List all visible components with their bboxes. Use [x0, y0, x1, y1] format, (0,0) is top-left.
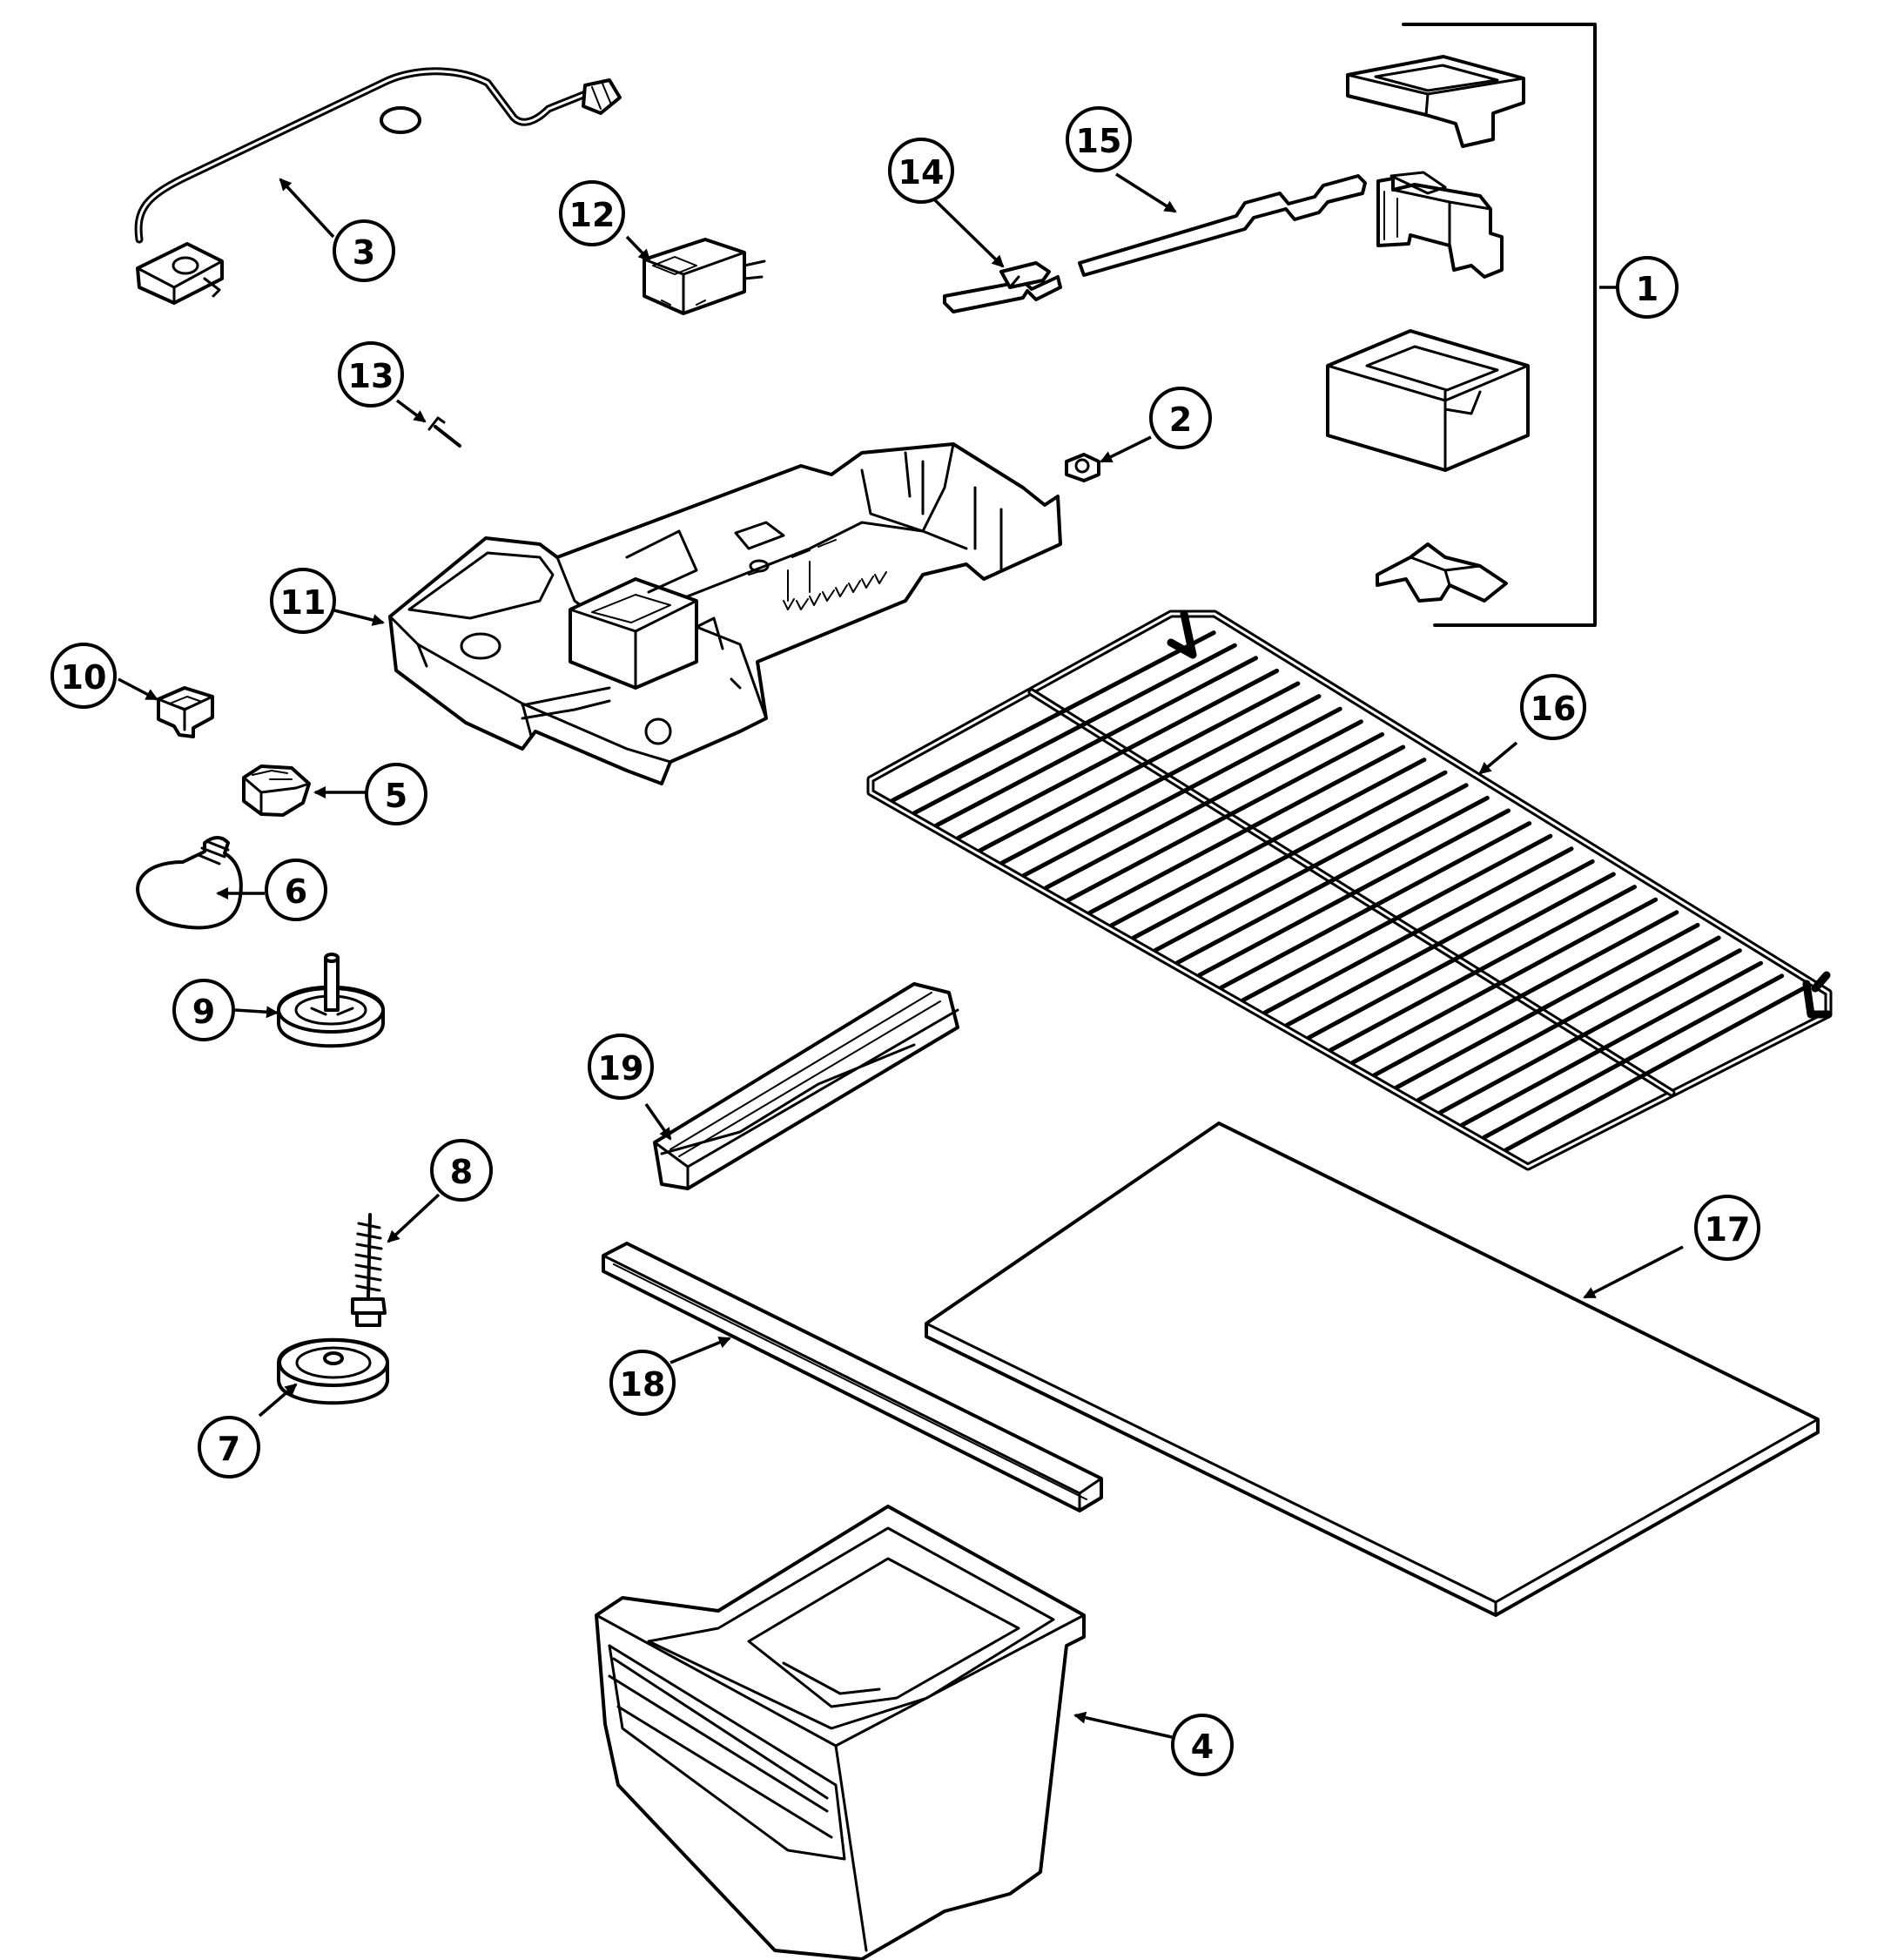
- callout-17: 17: [1694, 1195, 1760, 1261]
- svg-text:5: 5: [385, 777, 407, 815]
- svg-text:11: 11: [280, 583, 326, 622]
- shelf-slat: [978, 681, 1301, 853]
- shelf-slat: [956, 668, 1280, 840]
- svg-text:10: 10: [61, 658, 107, 697]
- svg-text:8: 8: [450, 1153, 473, 1191]
- shelf-slat: [1394, 922, 1700, 1090]
- callout-10: 10: [50, 643, 117, 709]
- callout-12: 12: [559, 180, 625, 246]
- shelf-slat: [1021, 706, 1342, 878]
- shelf-slat: [1350, 897, 1659, 1065]
- part-12-timer: [643, 238, 766, 315]
- part-2-bushing: [1065, 453, 1100, 482]
- callout-19: 19: [588, 1034, 654, 1100]
- part-7-roller: [277, 1337, 389, 1405]
- shelf-slat: [1437, 948, 1742, 1115]
- shelf-slat: [1284, 859, 1595, 1027]
- callout-15: 15: [1066, 106, 1132, 172]
- part-17-glass-shelf: [925, 1121, 1820, 1617]
- part-15-rod: [1078, 174, 1367, 277]
- shelf-slat: [1153, 783, 1469, 953]
- callout-7: 7: [198, 1416, 260, 1478]
- shelf-slat: [890, 630, 1216, 803]
- svg-text:1: 1: [1636, 270, 1659, 308]
- svg-text:19: 19: [598, 1049, 644, 1088]
- part-16-wire-shelf: [866, 610, 1833, 1171]
- shelf-slat: [999, 694, 1322, 865]
- shelf-slat: [1197, 808, 1511, 978]
- shelf-slat: [1482, 973, 1785, 1140]
- part-4-crisper-drawer: [595, 1505, 1086, 1960]
- shelf-slat: [1416, 935, 1721, 1102]
- svg-text:18: 18: [620, 1365, 666, 1404]
- part-6-bulb: [136, 836, 243, 930]
- callout-16: 16: [1520, 674, 1586, 740]
- shelf-slat: [1219, 821, 1532, 990]
- shelf-slat: [1174, 795, 1490, 966]
- part-14-link: [943, 261, 1062, 313]
- shelf-slat: [912, 643, 1237, 816]
- svg-text:4: 4: [1191, 1728, 1214, 1766]
- part-1-damper-assembly: [1326, 23, 1597, 627]
- part-3-wire-harness: [134, 67, 622, 305]
- svg-text:2: 2: [1169, 401, 1192, 439]
- shelf-slat: [1241, 833, 1553, 1003]
- svg-text:12: 12: [569, 196, 616, 234]
- part-8-screw: [351, 1213, 387, 1327]
- part-5-socket: [242, 764, 311, 817]
- svg-text:15: 15: [1076, 122, 1122, 160]
- part-10-switch: [157, 686, 214, 738]
- callout-18: 18: [609, 1350, 676, 1416]
- callout-4: 4: [1171, 1714, 1234, 1776]
- callout-11: 11: [270, 568, 336, 634]
- shelf-slat: [934, 656, 1258, 828]
- part-13-pin: [427, 416, 461, 448]
- shelf-slat: [1043, 719, 1363, 891]
- callout-14: 14: [888, 138, 954, 204]
- part-9-roller: [277, 953, 385, 1048]
- callout-6: 6: [265, 859, 327, 921]
- svg-text:6: 6: [285, 872, 307, 911]
- part-11-control-housing: [388, 442, 1062, 785]
- shelf-slat: [1087, 744, 1406, 915]
- shelf-slat: [1131, 770, 1448, 940]
- svg-text:3: 3: [353, 233, 375, 272]
- svg-text:9: 9: [192, 993, 215, 1031]
- svg-text:17: 17: [1705, 1210, 1751, 1249]
- callout-5: 5: [365, 763, 427, 825]
- shelf-slat: [1372, 910, 1679, 1078]
- shelf-slat: [1109, 758, 1427, 928]
- svg-text:16: 16: [1531, 690, 1577, 728]
- shelf-slat: [1306, 872, 1616, 1041]
- leader-lines: [118, 172, 1684, 1739]
- svg-text:13: 13: [348, 357, 394, 395]
- shelf-slat: [1066, 731, 1384, 903]
- svg-text:7: 7: [218, 1430, 240, 1468]
- callout-1: 1: [1616, 256, 1679, 319]
- shelf-slat: [1460, 960, 1763, 1128]
- svg-text:14: 14: [898, 153, 945, 192]
- shelf-slat: [1504, 986, 1806, 1153]
- part-19-trim: [653, 982, 959, 1190]
- callout-3: 3: [333, 219, 395, 282]
- callout-9: 9: [172, 979, 235, 1041]
- callout-13: 13: [338, 341, 404, 407]
- shelf-slat: [1262, 846, 1574, 1015]
- callout-2: 2: [1149, 387, 1212, 449]
- part-18-channel: [602, 1242, 1103, 1512]
- shelf-slat: [1329, 885, 1637, 1053]
- callout-8: 8: [430, 1139, 493, 1202]
